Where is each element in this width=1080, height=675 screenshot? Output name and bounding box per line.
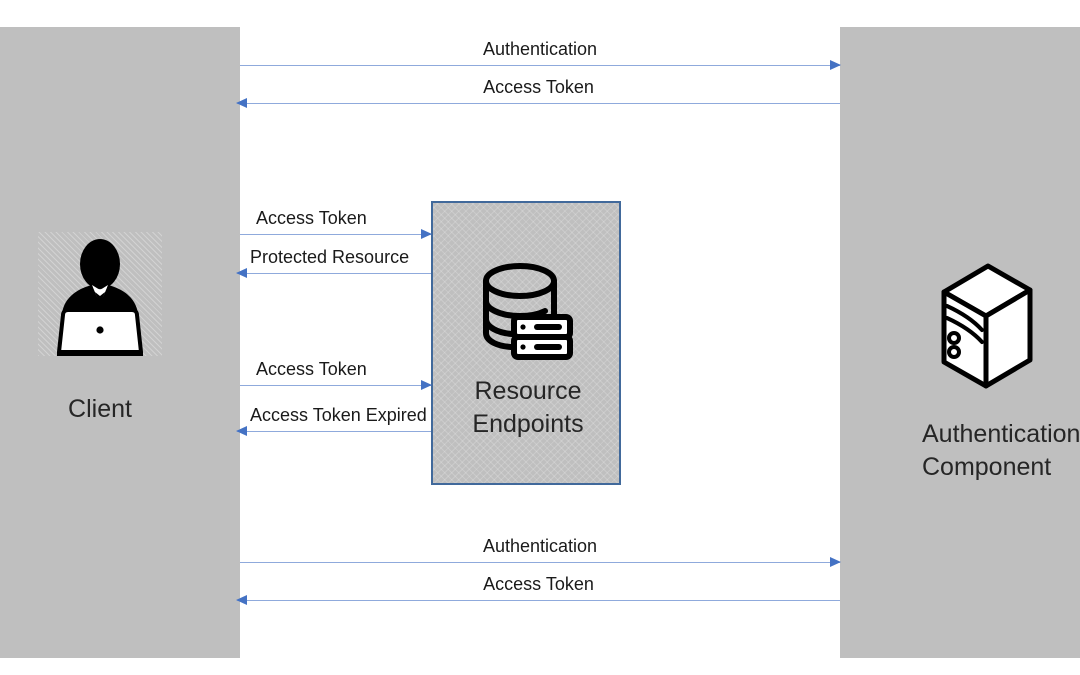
arrowhead-left-icon [236,98,247,108]
message-label: Authentication [482,536,598,557]
actor-label-client: Client [68,395,132,423]
message-arrow-access-token-2[interactable]: Access Token [240,208,432,239]
message-label: Authentication [482,39,598,60]
message-label: Access Token [483,574,594,595]
message-arrow-access-token-expired[interactable]: Access Token Expired [236,405,431,436]
server-tower-icon [930,262,1042,390]
message-label: Access Token Expired [250,405,427,426]
arrowhead-right-icon [421,229,432,239]
resource-endpoints-box[interactable]: Resource Endpoints [431,201,621,485]
message-label: Protected Resource [250,247,410,268]
message-arrow-protected-resource[interactable]: Protected Resource [236,247,431,278]
message-label: Access Token [483,77,594,98]
arrowhead-right-icon [830,60,841,70]
arrow-line [240,562,840,563]
arrow-line [237,103,840,104]
arrowhead-left-icon [236,426,247,436]
message-arrow-access-token-3[interactable]: Access Token [240,359,432,390]
person-at-laptop-icon [38,232,162,356]
actor-label-auth-line2: Component [922,453,1052,481]
resource-label-line2: Endpoints [472,409,584,438]
resource-endpoints-label: Resource Endpoints [433,375,623,440]
arrow-line [237,431,431,432]
actor-label-authentication-component: Authentication Component [922,418,1080,484]
resource-label-line1: Resource [474,377,582,405]
message-arrow-authentication-2[interactable]: Authentication [240,536,841,567]
arrow-line [240,385,431,386]
arrowhead-right-icon [830,557,841,567]
arrowhead-left-icon [236,595,247,605]
arrowhead-left-icon [236,268,247,278]
arrow-line [237,273,431,274]
arrow-line [240,65,840,66]
message-arrow-access-token-4[interactable]: Access Token [236,574,840,605]
arrow-line [237,600,840,601]
message-arrow-access-token-1[interactable]: Access Token [236,77,840,108]
message-arrow-authentication-1[interactable]: Authentication [240,39,841,70]
message-label: Access Token [256,359,367,380]
message-label: Access Token [256,208,367,229]
database-server-icon [476,261,578,361]
arrowhead-right-icon [421,380,432,390]
arrow-line [240,234,431,235]
actor-label-auth-line1: Authentication [922,420,1080,448]
